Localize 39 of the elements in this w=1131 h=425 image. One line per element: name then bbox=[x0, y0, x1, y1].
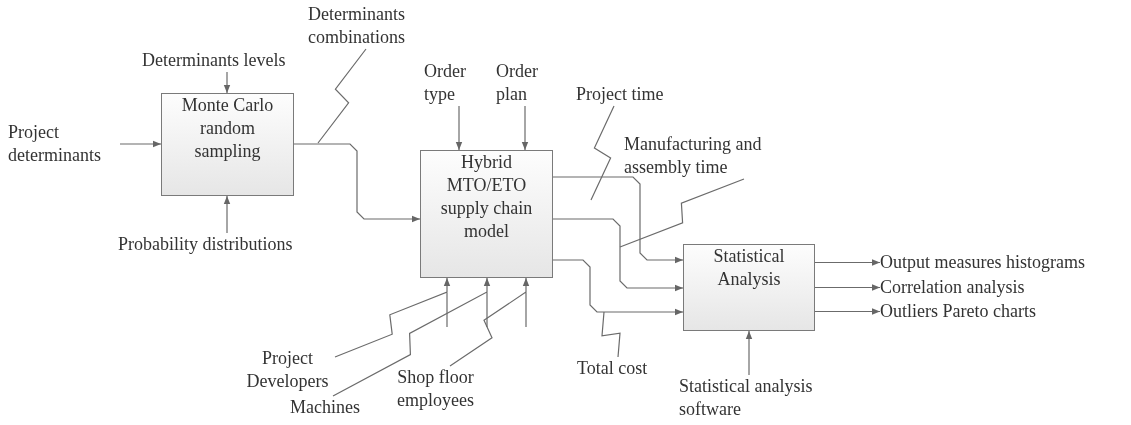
arrow bbox=[223, 195, 231, 234]
arrow bbox=[449, 277, 530, 367]
arrow bbox=[521, 105, 529, 151]
flow-label: Shop floor employees bbox=[383, 366, 488, 412]
leader-line bbox=[619, 178, 745, 248]
flow-label: Manufacturing and assembly time bbox=[624, 133, 799, 179]
arrow bbox=[119, 140, 162, 148]
arrow bbox=[552, 259, 684, 316]
arrow bbox=[332, 277, 491, 397]
arrow bbox=[334, 277, 451, 358]
arrow bbox=[223, 71, 231, 94]
flow-label: Order type bbox=[424, 60, 484, 106]
arrow bbox=[814, 259, 881, 266]
leader-line bbox=[317, 48, 367, 144]
flow-label: Outliers Pareto charts bbox=[880, 300, 1036, 323]
flow-label: Correlation analysis bbox=[880, 276, 1025, 299]
arrow bbox=[455, 105, 463, 151]
arrow bbox=[293, 143, 421, 223]
process-box: Monte Carlo random sampling bbox=[161, 93, 294, 196]
flow-label: Project time bbox=[576, 83, 664, 106]
arrow bbox=[552, 176, 684, 264]
flow-label: Total cost bbox=[577, 357, 648, 380]
flow-label: Output measures histograms bbox=[880, 251, 1085, 274]
leader-line bbox=[601, 311, 621, 358]
process-box: Statistical Analysis bbox=[683, 244, 815, 331]
process-box: Hybrid MTO/ETO supply chain model bbox=[420, 150, 553, 278]
leader-line bbox=[590, 105, 615, 201]
flow-label: Determinants levels bbox=[142, 49, 286, 72]
flow-label: Determinants combinations bbox=[308, 3, 433, 49]
arrow bbox=[814, 308, 881, 315]
arrow bbox=[814, 284, 881, 291]
flow-label: Probability distributions bbox=[118, 233, 293, 256]
arrow bbox=[552, 218, 684, 292]
arrow bbox=[745, 330, 753, 376]
flow-label: Machines bbox=[290, 396, 360, 419]
flow-label: Statistical analysis software bbox=[679, 375, 849, 421]
flow-label: Order plan bbox=[496, 60, 556, 106]
flow-label: Project Developers bbox=[240, 347, 335, 393]
flow-label: Project determinants bbox=[8, 121, 120, 167]
